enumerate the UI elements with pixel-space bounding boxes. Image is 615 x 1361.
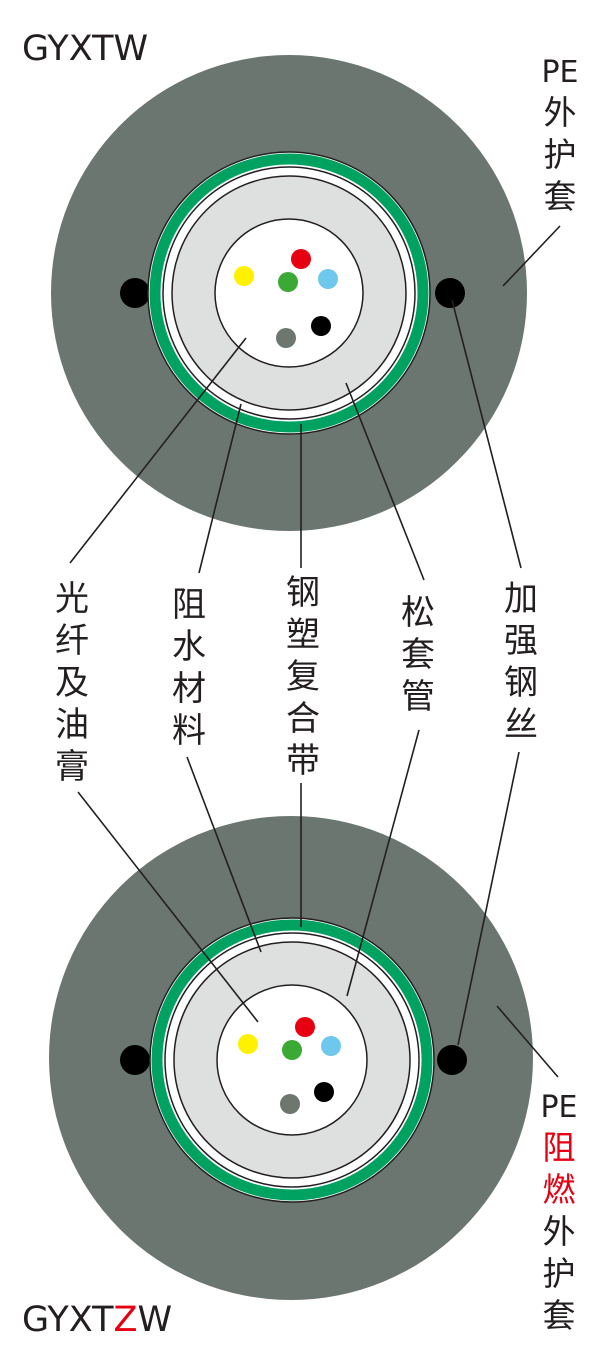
cable-cross-section-bottom (49, 816, 533, 1300)
leader-water-bottom (186, 756, 262, 953)
leader-tube-bottom (346, 729, 420, 997)
leader-wire-bottom (457, 751, 520, 1046)
label-water-blocking-1: 水 (172, 627, 206, 667)
fiber-yellow-bottom (238, 1034, 258, 1054)
label-sheath-top-2: 护 (544, 135, 577, 174)
label-sheath-top-0: PE (541, 55, 578, 90)
label-sheath-top-1: 外 (544, 93, 577, 132)
label-sheath-top-3: 套 (544, 177, 577, 216)
label-fiber-gel-0: 光 (55, 579, 89, 619)
fiber-black-top (311, 316, 331, 336)
label-steel-tape: 钢 塑 复 合 带 (286, 573, 320, 781)
label-sheath-bottom-prefix: PE (540, 1090, 577, 1125)
label-loose-tube-1: 套 (401, 635, 435, 675)
label-loose-tube-2: 管 (401, 677, 435, 717)
label-loose-tube-0: 松 (401, 593, 435, 633)
fiber-green-top (278, 272, 298, 292)
label-fiber-gel-3: 油 (55, 705, 89, 745)
label-steel-tape-2: 复 (286, 657, 320, 697)
label-loose-tube: 松 套 管 (401, 593, 435, 717)
label-sheath-bottom-hl-0: 阻 (543, 1128, 576, 1167)
label-fiber-gel-1: 纤 (55, 621, 89, 661)
label-water-blocking-2: 材 (172, 669, 206, 709)
label-strength-wire-0: 加 (504, 579, 538, 619)
fiber-yellow-top (234, 266, 254, 286)
steel-tape-green-top (149, 153, 429, 433)
strength-wire-right-top (435, 278, 465, 308)
leader-sheath-bottom (496, 1005, 559, 1078)
label-sheath-bottom-2: 套 (543, 1296, 576, 1335)
label-strength-wire-1: 强 (504, 621, 538, 661)
steel-tape-green-bottom (151, 919, 433, 1201)
model-title-bottom-suffix: W (137, 1300, 172, 1340)
label-sheath-top: PE 外 护 套 (541, 55, 578, 216)
leader-fiber-gel-bottom (77, 791, 259, 1023)
fiber-black-bottom (314, 1082, 334, 1102)
model-title-bottom-prefix: GYXT (22, 1300, 114, 1340)
label-strength-wire-2: 钢 (504, 663, 538, 703)
leader-fiber-gel-top (69, 337, 247, 564)
label-steel-tape-3: 合 (286, 699, 320, 739)
label-steel-tape-0: 钢 (286, 573, 320, 613)
fiber-green-bottom (282, 1040, 302, 1060)
leader-water-top (198, 403, 242, 574)
fiber-red-bottom (295, 1017, 315, 1037)
label-strength-wire-3: 丝 (504, 705, 538, 745)
label-fiber-gel-4: 膏 (55, 747, 89, 787)
label-sheath-bottom-1: 护 (543, 1254, 576, 1293)
leader-sheath-top (502, 225, 561, 287)
strength-wire-left-top (120, 278, 150, 308)
cable-cross-section-top (51, 55, 527, 531)
model-title-bottom: GYXTZW (22, 1300, 172, 1340)
label-water-blocking: 阻 水 材 料 (172, 585, 206, 751)
label-strength-wire: 加 强 钢 丝 (504, 579, 538, 745)
model-title-top: GYXTW (22, 29, 148, 69)
fiber-blue-top (318, 269, 338, 289)
leader-tube-top (345, 382, 425, 581)
label-sheath-bottom-hl-1: 燃 (543, 1170, 576, 1209)
leader-lines (69, 225, 561, 1078)
leader-wire-top (451, 299, 522, 569)
strength-wire-left-bottom (120, 1045, 150, 1075)
label-fiber-gel: 光 纤 及 油 膏 (55, 579, 89, 787)
fiber-gray-bottom (280, 1094, 300, 1114)
label-steel-tape-4: 带 (286, 741, 320, 781)
strength-wire-right-bottom (437, 1045, 467, 1075)
fiber-red-top (291, 249, 311, 269)
label-water-blocking-3: 料 (172, 711, 206, 751)
label-steel-tape-1: 塑 (286, 615, 320, 655)
model-title-bottom-highlight: Z (114, 1300, 138, 1340)
fiber-gray-top (276, 328, 296, 348)
fiber-blue-bottom (321, 1036, 341, 1056)
label-fiber-gel-2: 及 (55, 663, 89, 703)
label-water-blocking-0: 阻 (172, 585, 206, 625)
label-sheath-bottom-0: 外 (543, 1212, 576, 1251)
label-sheath-bottom: PE 阻 燃 外 护 套 (540, 1090, 577, 1335)
